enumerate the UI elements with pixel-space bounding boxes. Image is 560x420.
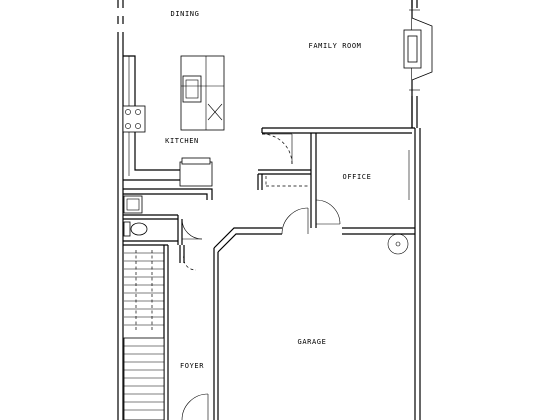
stairs-lower — [123, 337, 165, 420]
west-exterior-wall — [117, 0, 124, 420]
vanity-icon — [123, 195, 143, 214]
stairs-upper — [124, 250, 164, 330]
office-door — [315, 199, 341, 225]
room-label-office: OFFICE — [342, 173, 372, 181]
room-label-foyer: FOYER — [179, 362, 205, 370]
fireplace-icon — [403, 17, 433, 81]
refrigerator-icon — [179, 157, 213, 187]
closet-door — [261, 133, 293, 165]
front-door — [181, 393, 209, 420]
kitchen-island — [180, 55, 225, 131]
room-label-family-room: FAMILY ROOM — [308, 42, 362, 50]
powder-room-door — [181, 218, 203, 240]
office-closet — [265, 176, 310, 187]
stair-door — [183, 254, 197, 271]
garage-entry-door — [281, 207, 309, 235]
water-heater-icon — [387, 233, 409, 255]
window-marks — [409, 9, 420, 91]
toilet-icon — [123, 221, 148, 237]
room-label-dining: DINING — [170, 10, 200, 18]
cooktop-icon — [122, 105, 146, 133]
interior-walls — [123, 127, 415, 420]
room-label-garage: GARAGE — [297, 338, 327, 346]
room-label-kitchen: KITCHEN — [165, 137, 199, 145]
